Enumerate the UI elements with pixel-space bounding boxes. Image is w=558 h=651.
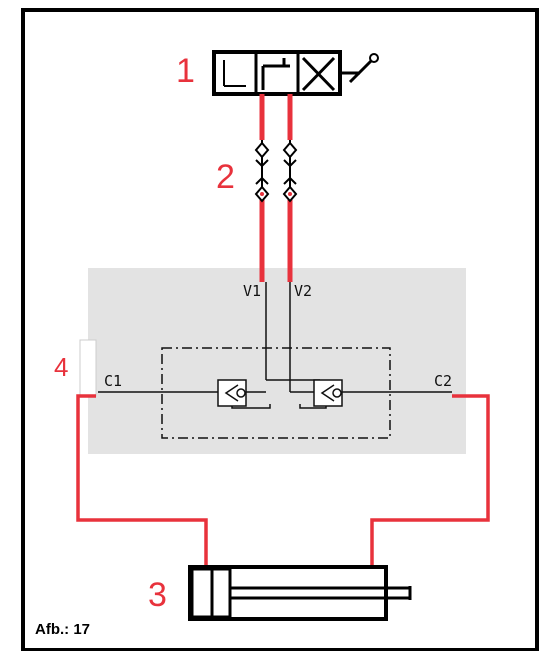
directional-valve	[212, 50, 379, 96]
pressure-lines	[259, 94, 293, 282]
label-couplings: 2	[216, 158, 235, 196]
hydraulic-cylinder	[188, 565, 412, 621]
check-valve-right	[313, 379, 343, 407]
port-c2: C2	[434, 372, 453, 390]
figure-caption: Afb.: 17	[35, 621, 91, 638]
port-v1: V1	[243, 282, 262, 300]
port-c1: C1	[104, 372, 123, 390]
label-lock-valve: 4	[54, 352, 69, 382]
port-v2: V2	[294, 282, 313, 300]
quick-couplings	[254, 140, 298, 203]
valve-dashed-boundary	[161, 347, 391, 439]
lock-valve-port-box	[79, 339, 97, 397]
cylinder-lines	[76, 394, 490, 570]
label-cylinder: 3	[148, 576, 167, 614]
lock-valve-block	[88, 268, 466, 454]
label-valve: 1	[176, 52, 195, 90]
check-valve-left	[217, 379, 247, 407]
